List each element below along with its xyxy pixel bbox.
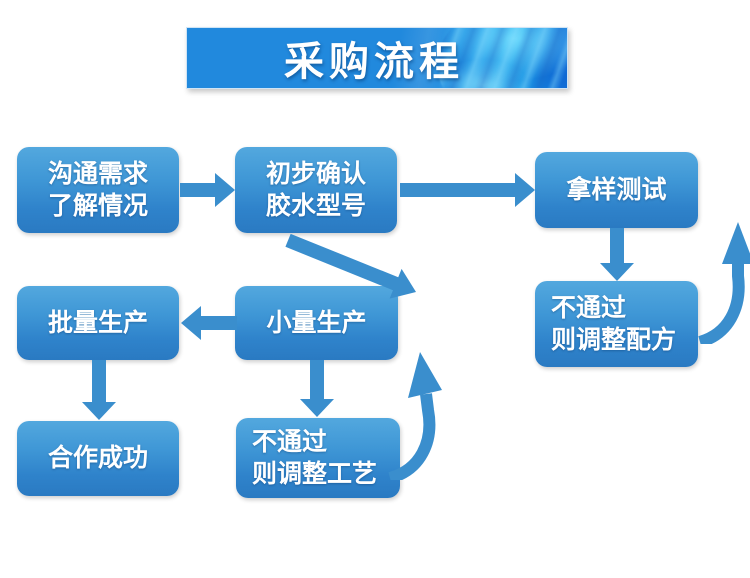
node-line-1: 合作成功 [47,443,148,473]
node-line-1: 批量生产 [47,307,148,337]
node-communicate-requirements[interactable]: 沟通需求 了解情况 [17,147,179,233]
connector-arrow-small-batch-to-adjust-process [300,360,334,418]
arrow-shaft [400,183,516,197]
node-line-1: 不通过 [252,426,328,456]
node-cooperation-success[interactable]: 合作成功 [17,421,179,496]
arrow-shaft [610,228,624,264]
arrow-head-right [515,173,535,207]
node-confirm-glue-model[interactable]: 初步确认 胶水型号 [235,147,397,233]
arrow-head-down [300,399,334,417]
title-banner: 采购流程 [186,27,568,89]
arrow-shaft [310,360,324,400]
node-small-batch-production[interactable]: 小量生产 [235,286,398,360]
connector-arrow-small-batch-to-mass [181,306,237,340]
node-line-2: 则调整工艺 [252,459,378,488]
node-adjust-formula[interactable]: 不通过 则调整配方 [535,281,698,367]
arrow-head-left [181,306,201,340]
arrow-shaft [200,316,237,330]
node-line-2: 胶水型号 [265,191,366,220]
arrow-head-down [82,402,116,420]
page-title: 采购流程 [284,39,464,85]
node-line-1: 拿样测试 [566,174,667,204]
node-line-1: 小量生产 [266,307,367,337]
node-line-1: 不通过 [551,292,627,322]
arrow-head-down [600,263,634,281]
node-line-1: 沟通需求 [47,158,148,188]
node-line-2: 则调整配方 [551,325,677,354]
connector-arrow-confirm-to-sample [400,173,536,207]
node-sample-testing[interactable]: 拿样测试 [535,152,698,228]
connector-arrow-requirements-to-confirm [180,173,235,207]
arrow-head-right [215,173,235,207]
arrow-shaft [92,360,106,403]
connector-curve-adjust-formula-to-sample [698,222,750,344]
connector-arrow-sample-to-adjust-formula [600,228,634,281]
node-line-2: 了解情况 [47,191,148,220]
node-mass-production[interactable]: 批量生产 [17,286,179,360]
arrow-shaft [180,183,216,197]
connector-curve-adjust-process-to-small-batch [388,352,442,480]
node-line-1: 初步确认 [265,158,366,188]
node-adjust-process[interactable]: 不通过 则调整工艺 [236,418,400,498]
connector-arrow-mass-to-success [82,360,116,421]
arrow-shaft [285,233,401,291]
